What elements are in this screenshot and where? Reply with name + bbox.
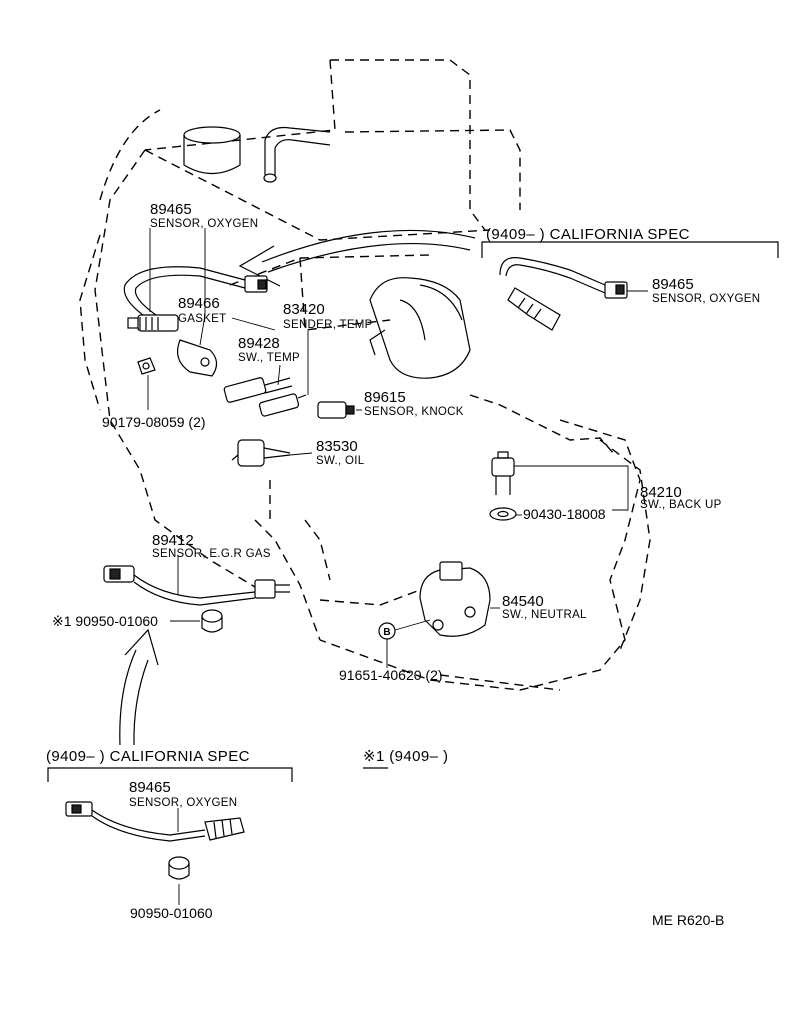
spec-right-title: (9409– ) CALIFORNIA SPEC (486, 226, 690, 243)
spec-bottom-title: (9409– ) CALIFORNIA SPEC (46, 748, 250, 765)
label-89428-number: 89428 (238, 335, 280, 352)
label-83420-name: SENDER, TEMP (283, 319, 373, 331)
grommet-90950-bottom (168, 856, 190, 905)
label-84210-name: SW., BACK UP (640, 499, 722, 511)
temp-sender-83420 (258, 393, 307, 417)
grommet-90950-main (170, 609, 223, 633)
label-84540-number: 84540 (502, 593, 544, 610)
callout-b-label: B (383, 627, 390, 638)
label-89412-number: 89412 (152, 532, 194, 549)
label-83530-number: 83530 (316, 438, 358, 455)
label-83530-name: SW., OIL (316, 455, 365, 467)
label-89465-top-name: SENSOR, OXYGEN (150, 218, 258, 230)
label-89466-name: GASKET (178, 313, 226, 325)
label-89465-right-number: 89465 (652, 276, 694, 293)
label-90430: 90430-18008 (523, 506, 606, 522)
label-90950-main: ※1 90950-01060 (52, 613, 158, 629)
label-89465-bottom-number: 89465 (129, 779, 171, 796)
label-89465-right-name: SENSOR, OXYGEN (652, 293, 760, 305)
direction-arrow-top (238, 229, 476, 287)
label-89615-name: SENSOR, KNOCK (364, 406, 464, 418)
label-89465-bottom-name: SENSOR, OXYGEN (129, 797, 237, 809)
oxygen-sensor-top (123, 266, 268, 332)
label-89428-name: SW., TEMP (238, 352, 300, 364)
knock-sensor-89615 (317, 401, 355, 419)
labels: 89465 SENSOR, OXYGEN 89466 GASKET 83420 … (46, 201, 760, 928)
distributor (369, 277, 471, 379)
gasket-89466 (177, 339, 218, 377)
leader-lines-top (147, 228, 362, 456)
diagram-code: ME R620-B (652, 912, 724, 928)
oil-filler-cap (183, 126, 331, 183)
california-spec-box-bottom (47, 767, 293, 842)
label-90950-bottom: 90950-01060 (130, 905, 213, 921)
direction-arrow-bottom (119, 628, 159, 746)
label-83420-number: 83420 (283, 301, 325, 318)
engine-outline (79, 59, 651, 691)
spec-note: ※1 (9409– ) (363, 748, 448, 765)
label-90179: 90179-08059 (2) (102, 414, 206, 430)
label-89412-name: SENSOR, E.G.R GAS (152, 548, 271, 560)
temp-switch-89428 (223, 377, 293, 403)
label-89466-number: 89466 (178, 295, 220, 312)
label-91651: 91651-40620 (2) (339, 667, 443, 683)
california-spec-box-right (481, 241, 779, 331)
backup-switch-84210 (489, 451, 629, 521)
bolt-90179 (137, 357, 156, 375)
label-89615-number: 89615 (364, 389, 406, 406)
oil-switch-83530 (231, 439, 291, 467)
label-84540-name: SW., NEUTRAL (502, 609, 587, 621)
label-84210-number: 84210 (640, 484, 682, 501)
neutral-switch-84540 (394, 561, 500, 637)
callout-b: B (378, 622, 396, 668)
label-89465-top-number: 89465 (150, 201, 192, 218)
egr-gas-sensor-89412 (103, 555, 290, 606)
